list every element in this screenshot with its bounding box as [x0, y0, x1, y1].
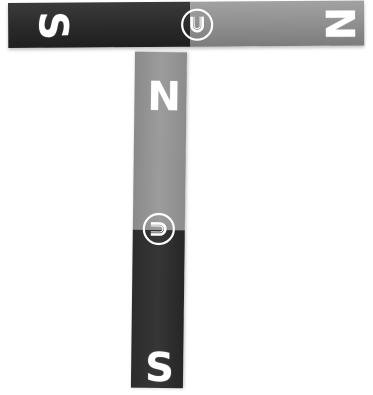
vertical-bar-magnet: N S	[131, 52, 187, 389]
vertical-south-pole-label: S	[145, 348, 174, 388]
horseshoe-magnet-logo-icon	[142, 212, 176, 246]
horizontal-south-pole-label: S	[32, 11, 72, 40]
vertical-north-pole-label: N	[147, 77, 181, 117]
horseshoe-magnet-logo-icon	[180, 8, 214, 42]
horizontal-bar-magnet: S N	[8, 1, 364, 48]
horizontal-north-pole-label: N	[319, 7, 359, 41]
